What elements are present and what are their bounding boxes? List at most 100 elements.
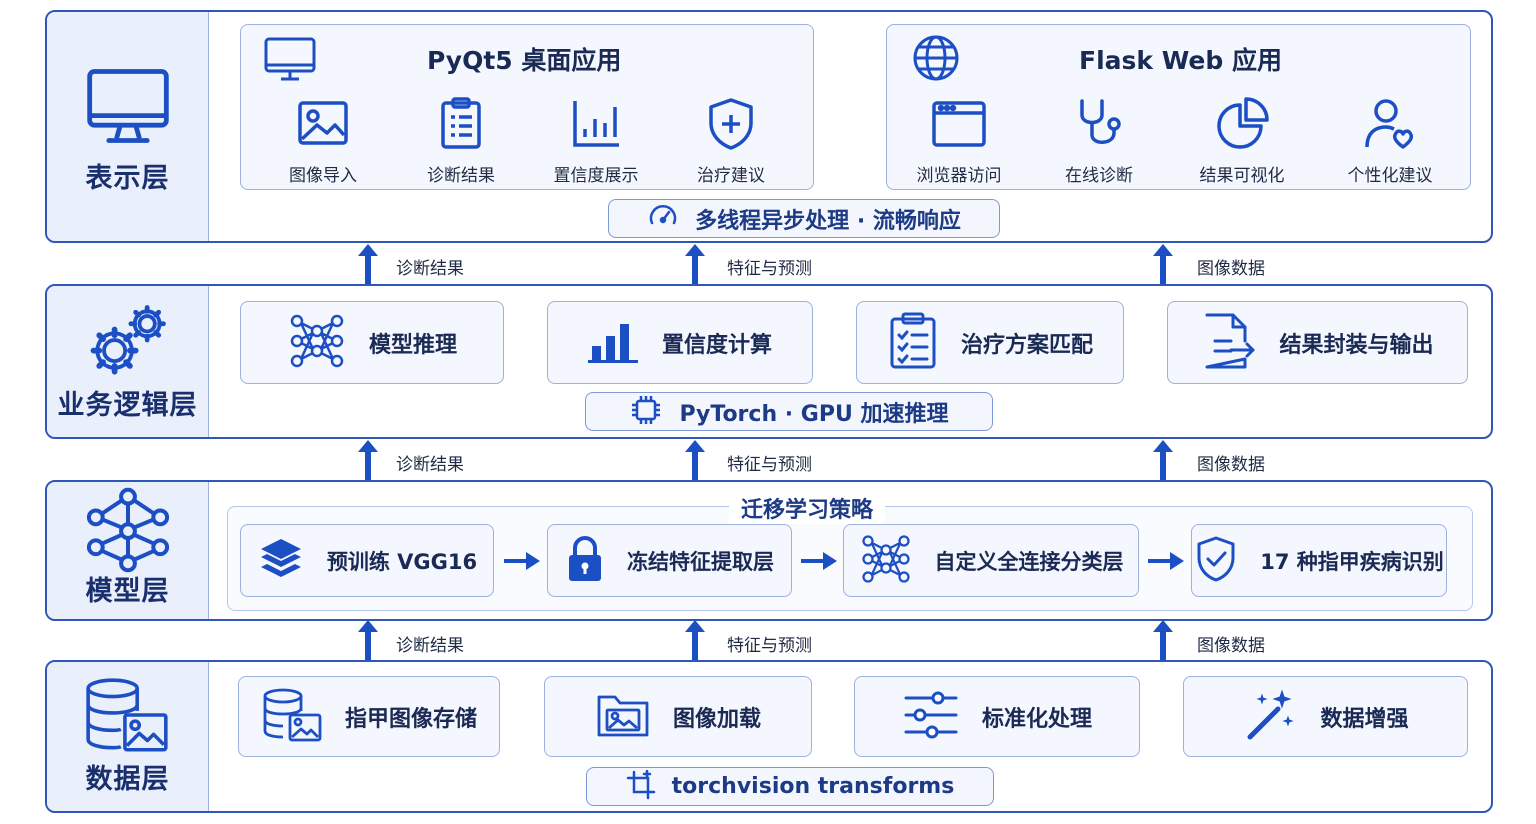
layer-title: 模型层 (85, 576, 170, 607)
shield-check-icon (1194, 535, 1238, 587)
up-arrow-icon (358, 244, 378, 284)
model-step-vgg16[interactable]: 预训练 VGG16 (240, 524, 494, 597)
up-arrow-icon (685, 620, 705, 660)
database-image-icon (261, 687, 323, 747)
flask-item-label: 结果可视化 (1199, 166, 1285, 186)
connector-label: 诊断结果 (396, 636, 464, 656)
up-arrow-icon (358, 620, 378, 660)
pytorch-pill-text: PyTorch · GPU 加速推理 (679, 401, 949, 427)
data-layer-label: 数据层 (47, 662, 209, 811)
pytorch-pill: PyTorch · GPU 加速推理 (585, 392, 993, 431)
connector-label: 图像数据 (1197, 259, 1265, 279)
desktop-icon (263, 35, 317, 87)
flask-title: Flask Web 应用 (1079, 46, 1282, 75)
connector-label: 图像数据 (1197, 636, 1265, 656)
presentation-layer-label: 表示层 (47, 12, 209, 241)
pyqt-app-card: PyQt5 桌面应用 图像导入 诊断结果 置信度展示 治疗建议 (240, 24, 814, 190)
strategy-title: 迁移学习策略 (729, 492, 886, 524)
pyqt-item-confidence[interactable]: 置信度展示 (541, 95, 651, 186)
flask-item-label: 浏览器访问 (916, 166, 1002, 186)
flask-item-browser[interactable]: 浏览器访问 (903, 95, 1015, 186)
monitor-icon (80, 58, 176, 154)
model-step-label: 17 种指甲疾病识别 (1260, 549, 1444, 574)
magic-wand-icon (1242, 687, 1298, 747)
flow-arrow-icon (504, 552, 540, 570)
chip-icon (629, 393, 663, 431)
async-pill: 多线程异步处理 · 流畅响应 (608, 199, 1000, 238)
model-step-fc[interactable]: 自定义全连接分类层 (843, 524, 1139, 597)
business-confidence[interactable]: 置信度计算 (547, 301, 813, 384)
pyqt-title: PyQt5 桌面应用 (427, 46, 622, 75)
data-item-label: 指甲图像存储 (344, 706, 477, 732)
sliders-icon (902, 690, 960, 744)
layer-title: 表示层 (85, 163, 170, 194)
shield-plus-icon (679, 95, 783, 157)
flask-item-diagnosis[interactable]: 在线诊断 (1047, 95, 1151, 186)
connector-label: 诊断结果 (396, 259, 464, 279)
model-layer: 模型层 迁移学习策略 预训练 VGG16 冻结特征提取层 自定义全连接分类层 1… (45, 480, 1493, 621)
data-item-label: 数据增强 (1320, 706, 1409, 732)
network-icon (287, 311, 347, 375)
stethoscope-icon (1047, 95, 1151, 157)
user-heart-icon (1335, 95, 1445, 157)
checklist-icon (409, 95, 513, 157)
clipboard-check-icon (887, 311, 939, 375)
layers-icon (257, 535, 305, 587)
business-item-label: 治疗方案匹配 (960, 332, 1093, 358)
data-loading[interactable]: 图像加载 (544, 676, 812, 757)
bar-chart-icon (587, 318, 640, 368)
pyqt-item-label: 治疗建议 (697, 166, 765, 186)
model-step-label: 冻结特征提取层 (627, 549, 774, 574)
async-pill-text: 多线程异步处理 · 流畅响应 (695, 208, 961, 234)
up-arrow-icon (685, 244, 705, 284)
data-storage[interactable]: 指甲图像存储 (238, 676, 500, 757)
connector-label: 图像数据 (1197, 455, 1265, 475)
lock-icon (565, 535, 605, 587)
up-arrow-icon (1153, 244, 1173, 284)
flask-item-advice[interactable]: 个性化建议 (1335, 95, 1445, 186)
model-step-recognize[interactable]: 17 种指甲疾病识别 (1191, 524, 1447, 597)
flow-arrow-icon (1148, 552, 1184, 570)
flask-app-card: Flask Web 应用 浏览器访问 在线诊断 结果可视化 个性化建议 (886, 24, 1471, 190)
data-normalize[interactable]: 标准化处理 (854, 676, 1140, 757)
pyqt-item-result[interactable]: 诊断结果 (409, 95, 513, 186)
data-augmentation[interactable]: 数据增强 (1183, 676, 1468, 757)
business-layer: 业务逻辑层 模型推理 置信度计算 治疗方案匹配 结果封装与输出 PyTorch … (45, 284, 1493, 439)
connector-label: 诊断结果 (396, 455, 464, 475)
database-image-icon (80, 677, 176, 755)
connector-label: 特征与预测 (727, 259, 812, 279)
model-step-label: 自定义全连接分类层 (934, 549, 1124, 574)
up-arrow-icon (358, 440, 378, 480)
business-layer-label: 业务逻辑层 (47, 286, 209, 437)
speedometer-icon (647, 201, 679, 237)
model-step-label: 预训练 VGG16 (326, 549, 478, 574)
flask-item-label: 在线诊断 (1065, 166, 1133, 186)
connector-label: 特征与预测 (727, 455, 812, 475)
pyqt-item-label: 图像导入 (289, 166, 357, 186)
pyqt-item-import[interactable]: 图像导入 (271, 95, 375, 186)
neural-network-icon (80, 487, 176, 573)
business-item-label: 置信度计算 (661, 332, 772, 358)
torchvision-pill-text: torchvision transforms (671, 774, 955, 799)
document-export-icon (1201, 311, 1257, 375)
flask-item-visualize[interactable]: 结果可视化 (1187, 95, 1297, 186)
up-arrow-icon (1153, 620, 1173, 660)
flask-item-label: 个性化建议 (1347, 166, 1433, 186)
pie-chart-icon (1187, 95, 1297, 157)
layer-title: 数据层 (85, 764, 170, 795)
data-item-label: 图像加载 (672, 706, 761, 732)
network-icon (859, 532, 913, 590)
pyqt-item-label: 置信度展示 (553, 166, 639, 186)
torchvision-pill: torchvision transforms (586, 767, 994, 806)
image-icon (271, 95, 375, 157)
business-result-output[interactable]: 结果封装与输出 (1167, 301, 1468, 384)
pyqt-item-label: 诊断结果 (427, 166, 495, 186)
folder-image-icon (595, 689, 651, 745)
pyqt-item-treatment[interactable]: 治疗建议 (679, 95, 783, 186)
business-treatment-match[interactable]: 治疗方案匹配 (856, 301, 1124, 384)
model-step-freeze[interactable]: 冻结特征提取层 (547, 524, 792, 597)
bar-chart-icon (541, 95, 651, 157)
business-item-label: 模型推理 (368, 332, 457, 358)
flow-arrow-icon (801, 552, 837, 570)
business-model-inference[interactable]: 模型推理 (240, 301, 504, 384)
